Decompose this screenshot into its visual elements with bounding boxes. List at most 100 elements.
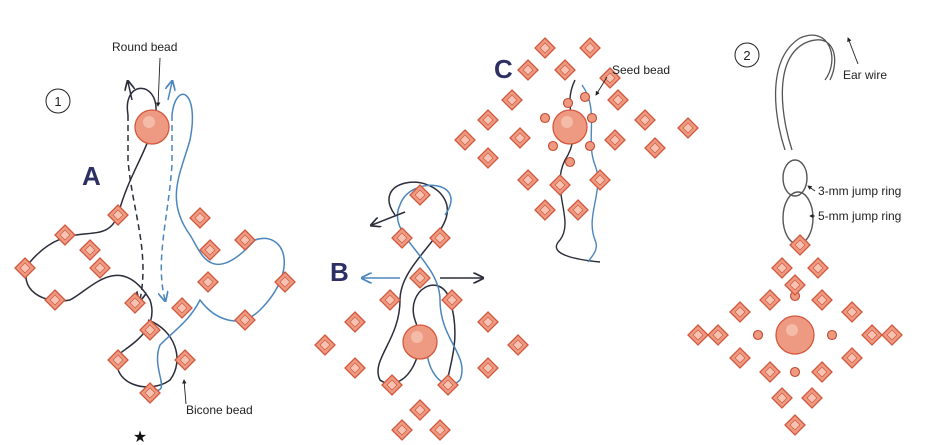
seed-bead-11 xyxy=(828,331,837,340)
bicone-bead-5 xyxy=(55,225,75,245)
bicone-bead-32 xyxy=(438,375,458,395)
panel-label-c: C xyxy=(494,54,513,84)
bicone-bead-6 xyxy=(15,258,35,278)
bicone-bead-65 xyxy=(688,325,708,345)
bicone-bead-48 xyxy=(605,130,625,150)
bicone-bead-57 xyxy=(772,258,792,278)
bicone-bead-45 xyxy=(510,128,530,148)
bicone-bead-27 xyxy=(345,358,365,378)
round-bead-a xyxy=(135,110,169,144)
panel-a-blue-thread xyxy=(150,94,284,390)
bicone-bead-63 xyxy=(708,325,728,345)
bicone-bead-20 xyxy=(392,228,412,248)
panel-label-a: A xyxy=(82,161,101,191)
bicone-bead-42 xyxy=(478,110,498,130)
bicone-bead-69 xyxy=(882,325,902,345)
bicone-bead-73 xyxy=(802,388,822,408)
bicone-bead-11 xyxy=(235,310,255,330)
seed-bead-5 xyxy=(586,142,595,151)
bicone-bead-31 xyxy=(382,375,402,395)
bicone-bead-12 xyxy=(198,272,218,292)
bicone-bead-3 xyxy=(80,240,100,260)
bicone-bead-58 xyxy=(808,258,828,278)
star-icon: ★ xyxy=(133,427,147,445)
panel-a-dark-dashed xyxy=(128,115,143,300)
bicone-bead-53 xyxy=(590,170,610,190)
round-bead-earring xyxy=(776,316,814,354)
label-jump-ring-5mm: 5-mm jump ring xyxy=(818,209,901,223)
bicone-bead-2 xyxy=(190,208,210,228)
bicone-bead-55 xyxy=(568,200,588,220)
jump-ring-3mm xyxy=(783,160,807,196)
bicone-bead-61 xyxy=(812,290,832,310)
bicone-bead-64 xyxy=(730,348,750,368)
bicone-bead-33 xyxy=(410,400,430,420)
seed-bead-7 xyxy=(581,93,590,102)
bicone-bead-14 xyxy=(172,298,192,318)
bicone-bead-34 xyxy=(392,420,412,440)
bicone-bead-30 xyxy=(478,358,498,378)
seed-bead-1 xyxy=(564,99,573,108)
bicone-bead-62 xyxy=(730,302,750,322)
bicone-bead-22 xyxy=(410,268,430,288)
bicone-bead-9 xyxy=(235,230,255,250)
bicone-bead-59 xyxy=(785,275,805,295)
bicone-bead-50 xyxy=(678,118,698,138)
bicone-bead-38 xyxy=(555,60,575,80)
bicone-bead-25 xyxy=(345,312,365,332)
label-round-bead: Round bead xyxy=(112,40,177,54)
bicone-bead-72 xyxy=(772,388,792,408)
bicone-bead-35 xyxy=(430,420,450,440)
bicone-bead-60 xyxy=(760,290,780,310)
step-marker-2: 2 xyxy=(735,43,759,67)
bicone-bead-10 xyxy=(275,272,295,292)
bicone-bead-37 xyxy=(518,60,538,80)
bicone-bead-13 xyxy=(125,293,145,313)
bicone-bead-68 xyxy=(842,348,862,368)
ear-wire xyxy=(776,35,835,150)
bicone-bead-47 xyxy=(635,110,655,130)
bicone-bead-24 xyxy=(442,290,462,310)
bicone-bead-7 xyxy=(45,290,65,310)
round-bead-c xyxy=(553,110,587,144)
panel-label-b: B xyxy=(330,257,349,287)
bicone-bead-1 xyxy=(108,205,128,225)
bicone-bead-51 xyxy=(518,170,538,190)
bicone-bead-44 xyxy=(478,148,498,168)
seed-bead-4 xyxy=(549,142,558,151)
bicone-bead-70 xyxy=(760,362,780,382)
panel-c-blue-thread xyxy=(582,85,598,262)
seed-bead-6 xyxy=(566,158,575,167)
bicone-bead-74 xyxy=(785,415,805,435)
seed-bead-3 xyxy=(588,114,597,123)
bicone-bead-29 xyxy=(508,335,528,355)
label-jump-ring-3mm: 3-mm jump ring xyxy=(818,184,901,198)
panel-a-blue-dashed xyxy=(161,115,172,300)
label-bicone-bead: Bicone bead xyxy=(186,403,253,417)
seed-bead-10 xyxy=(754,331,763,340)
bicone-bead-52 xyxy=(550,175,570,195)
bicone-bead-67 xyxy=(862,325,882,345)
bicone-bead-39 xyxy=(580,38,600,58)
bicone-bead-66 xyxy=(842,302,862,322)
bicone-bead-43 xyxy=(455,130,475,150)
bicone-bead-19 xyxy=(410,185,430,205)
earring-figure xyxy=(688,35,902,435)
bicone-bead-36 xyxy=(535,38,555,58)
bicone-bead-54 xyxy=(535,200,555,220)
panel-b-figure xyxy=(315,182,528,440)
bicone-bead-41 xyxy=(502,90,522,110)
label-ear-wire: Ear wire xyxy=(843,68,887,82)
bicone-bead-21 xyxy=(430,228,450,248)
bicone-bead-49 xyxy=(645,138,665,158)
bicone-bead-16 xyxy=(108,350,128,370)
bicone-bead-23 xyxy=(380,290,400,310)
bicone-bead-46 xyxy=(608,90,628,110)
leader-lines xyxy=(158,38,858,404)
seed-bead-9 xyxy=(791,368,800,377)
bicone-bead-71 xyxy=(812,362,832,382)
bicone-bead-8 xyxy=(90,258,110,278)
bicone-bead-17 xyxy=(175,350,195,370)
round-bead-b xyxy=(403,325,437,359)
